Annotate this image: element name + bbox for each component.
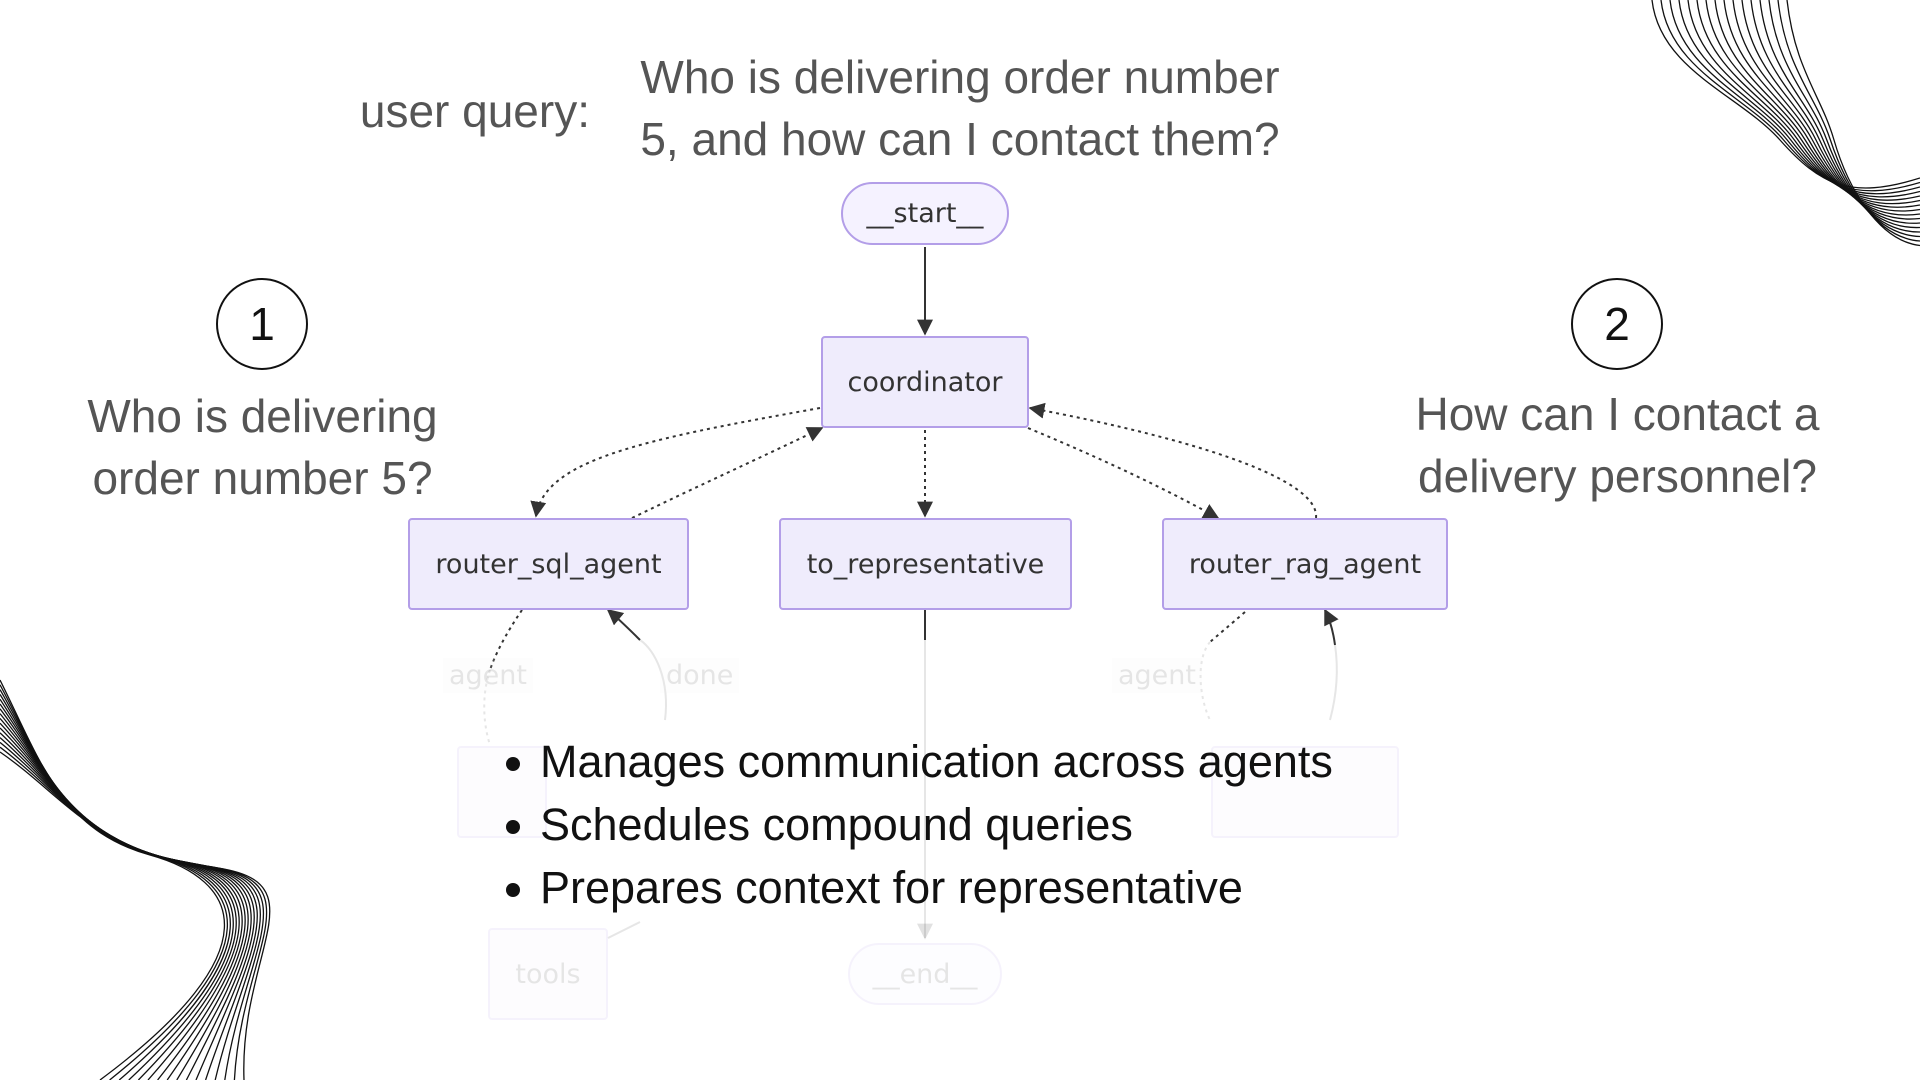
edge-rag-coordinator (1028, 402, 1318, 519)
node-coordinator[interactable]: coordinator (821, 336, 1029, 428)
user-query-line-1: Who is delivering order number (640, 51, 1280, 103)
edge-label-rag-agent: agent (1112, 658, 1202, 693)
edge-rag-agent-down (1209, 611, 1246, 643)
edge-label-sql-done: done (660, 658, 740, 693)
edge-rag-agent-down-faint (1199, 641, 1211, 721)
bullet-item: Schedules compound queries (540, 793, 1333, 856)
user-query-text: Who is delivering order number 5, and ho… (590, 46, 1330, 170)
coordinator-responsibilities: Manages communication across agents Sche… (495, 730, 1333, 919)
node-rag-agent-faded (1211, 746, 1399, 838)
sub-query-2-line-1: How can I contact a (1415, 388, 1820, 440)
sub-query-2-line-2: delivery personnel? (1418, 450, 1817, 502)
sub-query-1-line-2: order number 5? (92, 452, 433, 504)
sub-query-1-line-1: Who is delivering (87, 390, 438, 442)
edge-rag-up-faint (1329, 644, 1338, 721)
edge-rag-up (1324, 608, 1339, 646)
edge-coordinator-rag (1027, 427, 1220, 519)
user-query-label: user query: (359, 85, 590, 137)
bullet-item: Manages communication across agents (540, 730, 1333, 793)
node-end[interactable]: __end__ (848, 943, 1002, 1005)
node-sql-agent-faded (457, 746, 547, 838)
node-router-rag-agent[interactable]: router_rag_agent (1162, 518, 1448, 610)
edge-label-sql-agent: agent (443, 658, 533, 693)
bullet-item: Prepares context for representative (540, 856, 1333, 919)
node-to-representative[interactable]: to_representative (779, 518, 1072, 610)
edge-sql-done-up (606, 608, 641, 641)
edge-coordinator-sql (530, 407, 821, 518)
sub-query-2-number: 2 (1571, 278, 1663, 370)
sub-query-1-text: Who is delivering order number 5? (40, 385, 485, 509)
sub-query-2-text: How can I contact a delivery personnel? (1380, 383, 1855, 507)
node-router-sql-agent[interactable]: router_sql_agent (408, 518, 689, 610)
edge-sql-coordinator (631, 427, 824, 519)
edge-tools-faint (607, 921, 641, 939)
edge-sql-agent-down (489, 609, 523, 671)
user-query-line-2: 5, and how can I contact them? (640, 113, 1280, 165)
node-start[interactable]: __start__ (841, 182, 1009, 245)
edge-sql-done-up-faint (639, 639, 667, 721)
sub-query-1-number: 1 (216, 278, 308, 370)
node-tools[interactable]: tools (488, 928, 608, 1020)
edge-sql-agent-down-faint (483, 669, 491, 746)
